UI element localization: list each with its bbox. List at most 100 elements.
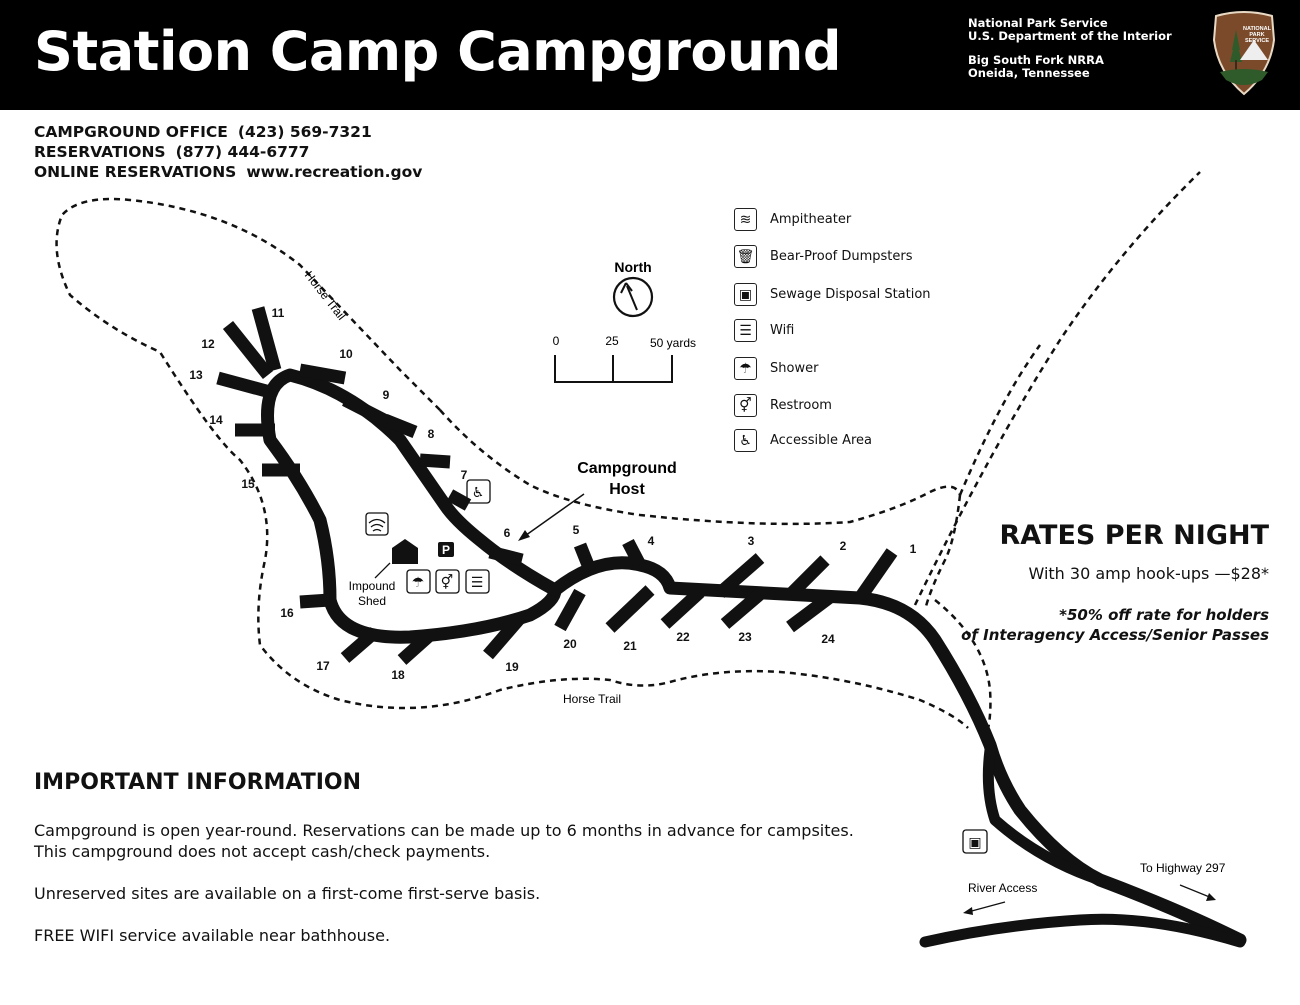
- campsite-spur: [419, 453, 451, 469]
- site-number[interactable]: 4: [648, 534, 655, 548]
- site-number[interactable]: 1: [910, 542, 917, 556]
- contact-website-link[interactable]: www.recreation.gov: [246, 163, 423, 181]
- legend-label: Ampitheater: [770, 212, 852, 227]
- rates-title: RATES PER NIGHT: [999, 520, 1269, 551]
- horse-trail-label: Horse Trail: [302, 268, 349, 322]
- trail-northeast: [913, 171, 1201, 606]
- campsite-spur: [382, 413, 418, 439]
- campground-host-label: Campground: [577, 460, 677, 477]
- site-number[interactable]: 20: [563, 637, 577, 651]
- site-number[interactable]: 23: [738, 630, 752, 644]
- site-number[interactable]: 3: [748, 534, 755, 548]
- rates-note-line: *50% off rate for holders: [1059, 606, 1269, 624]
- river-access-label: River Access: [968, 881, 1037, 895]
- shower-icon: ☂: [734, 357, 757, 380]
- campsite-spur: [622, 538, 646, 569]
- campsite-spur: [554, 588, 586, 632]
- site-number[interactable]: 14: [209, 413, 223, 427]
- rates-line: With 30 amp hook-ups —$28*: [1028, 564, 1269, 583]
- scale-tick-label: 0: [553, 334, 560, 348]
- scale-tick-label: 50 yards: [650, 336, 696, 350]
- site-number[interactable]: 24: [821, 632, 835, 646]
- highway-label: To Highway 297: [1140, 861, 1226, 875]
- campsite-spur: [786, 591, 834, 633]
- site-number[interactable]: 9: [383, 388, 390, 402]
- accessible-glyph: ♿: [472, 485, 485, 501]
- horse-trail-label: Horse Trail: [563, 692, 621, 706]
- sewage-icon: [962, 829, 988, 854]
- site-number[interactable]: 15: [241, 477, 255, 491]
- parking-label: P: [442, 543, 450, 557]
- site-number[interactable]: 21: [623, 639, 637, 653]
- site-number[interactable]: 17: [316, 659, 330, 673]
- site-number[interactable]: 6: [504, 526, 511, 540]
- legend-label: Accessible Area: [770, 433, 873, 448]
- site-number[interactable]: 13: [189, 368, 203, 382]
- location-line: Oneida, Tennessee: [968, 66, 1090, 80]
- logo-text: SERVICE: [1245, 38, 1269, 44]
- campsite-spur: [660, 587, 705, 629]
- site-number[interactable]: 10: [339, 347, 353, 361]
- rates-note: *50% off rate for holders of Interagency…: [961, 605, 1269, 645]
- agency-line: U.S. Department of the Interior: [968, 29, 1172, 43]
- info-body: Campground is open year-round. Reservati…: [34, 820, 894, 967]
- scale-tick-label: 25: [605, 334, 619, 348]
- impound-pointer: [374, 562, 391, 579]
- legend-label: Sewage Disposal Station: [770, 287, 931, 302]
- location-line: Big South Fork NRRA: [968, 53, 1104, 67]
- contact-label: ONLINE RESERVATIONS: [34, 163, 237, 181]
- legend-label: Shower: [770, 361, 819, 376]
- wifi-icon: ☰: [734, 319, 757, 342]
- trail-east-2: [958, 344, 1042, 496]
- site-number[interactable]: 5: [573, 523, 580, 537]
- campsite-spur: [446, 489, 472, 511]
- campsite-spur: [397, 630, 435, 665]
- north-arrow-shaft: [626, 285, 638, 311]
- contact-info: CAMPGROUND OFFICE(423) 569-7321 RESERVAT…: [34, 122, 422, 182]
- campsite-spur: [785, 555, 830, 600]
- north-arrow-head: [620, 282, 633, 294]
- site-number[interactable]: 18: [391, 668, 405, 682]
- campsite-spur: [340, 627, 380, 663]
- site-number[interactable]: 8: [428, 427, 435, 441]
- contact-phone[interactable]: (877) 444-6777: [175, 143, 310, 161]
- contact-online: ONLINE RESERVATIONS www.recreation.gov: [34, 162, 422, 182]
- restroom-icon: [435, 569, 460, 594]
- legend-label: Bear-Proof Dumpsters: [770, 249, 913, 264]
- campsite-spur: [483, 613, 525, 660]
- site-number[interactable]: 22: [676, 630, 690, 644]
- host-pointer-arrow: [521, 493, 585, 539]
- site-number[interactable]: 2: [840, 539, 847, 553]
- legend-label: Restroom: [770, 398, 832, 413]
- north-arrow-icon: [612, 276, 654, 318]
- campsite-spur: [488, 545, 524, 567]
- wifi-icon: [465, 569, 490, 594]
- campsite-spur: [251, 306, 282, 372]
- accessible-icon: ♿: [734, 429, 757, 452]
- impound-shed-label: Impound: [349, 579, 396, 593]
- horse-trail-south: [439, 409, 962, 526]
- site-number[interactable]: 12: [201, 337, 215, 351]
- trail-east: [923, 494, 962, 611]
- impound-shed-icon: [392, 539, 418, 564]
- site-number[interactable]: 19: [505, 660, 519, 674]
- campsite-spur: [605, 585, 655, 633]
- contact-office: CAMPGROUND OFFICE(423) 569-7321: [34, 122, 422, 142]
- site-number[interactable]: 16: [280, 606, 294, 620]
- campsite-spur: [222, 320, 274, 380]
- legend-label: Wifi: [770, 323, 795, 338]
- amphitheater-glyph: [368, 518, 386, 532]
- arrowhead: [963, 907, 973, 915]
- site-number[interactable]: 7: [461, 468, 468, 482]
- info-line: FREE WIFI service available near bathhou…: [34, 926, 391, 945]
- info-line: This campground does not accept cash/che…: [34, 842, 491, 861]
- campsite-spur: [298, 363, 347, 385]
- site-number[interactable]: 11: [272, 306, 285, 320]
- info-line: Campground is open year-round. Reservati…: [34, 821, 854, 840]
- river-access-arrow: [967, 901, 1006, 913]
- wifi-glyph: ☰: [471, 575, 484, 591]
- amphitheater-icon: [365, 512, 389, 536]
- contact-phone[interactable]: (423) 569-7321: [237, 123, 372, 141]
- agency-line: National Park Service: [968, 16, 1108, 30]
- road-loop-return: [982, 744, 1106, 886]
